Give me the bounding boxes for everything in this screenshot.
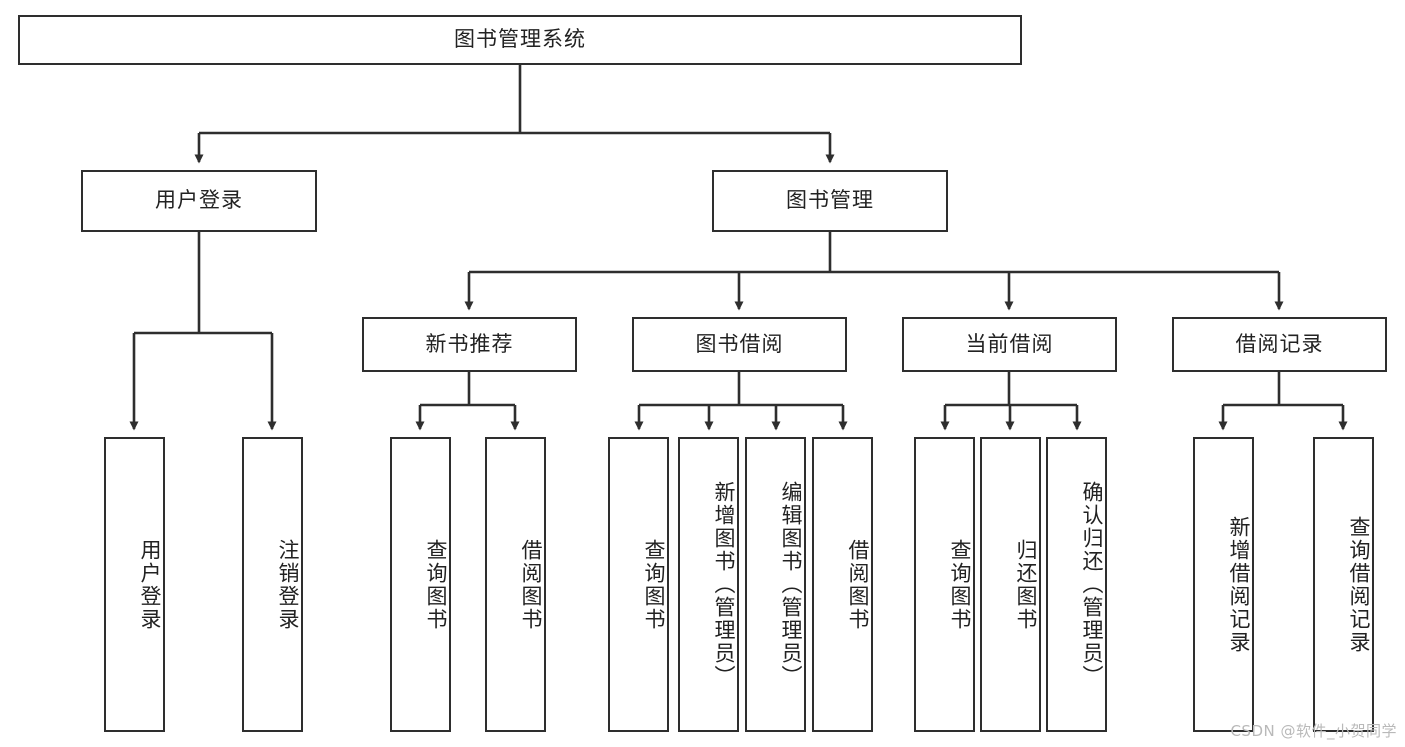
node-label: 查询图书 — [424, 538, 448, 631]
node-label: 图书管理系统 — [454, 27, 586, 52]
node-label: 借阅图书 — [846, 538, 870, 631]
node-new-book-recommend[interactable]: 新书推荐 — [362, 317, 577, 372]
node-book-borrow[interactable]: 图书借阅 — [632, 317, 847, 372]
node-root-book-management-system[interactable]: 图书管理系统 — [18, 15, 1022, 65]
node-label: 编辑图书（管理员） — [779, 481, 803, 688]
node-label: 当前借阅 — [965, 331, 1054, 356]
node-leaf-book-borrow-edit[interactable]: 编辑图书（管理员） — [745, 437, 806, 732]
node-leaf-current-borrow-return[interactable]: 归还图书 — [980, 437, 1041, 732]
watermark-text: CSDN @软件_小贺同学 — [1230, 722, 1397, 740]
node-leaf-book-borrow-add[interactable]: 新增图书（管理员） — [678, 437, 739, 732]
node-label: 借阅记录 — [1235, 331, 1324, 356]
node-label: 借阅图书 — [519, 538, 543, 631]
node-label: 注销登录 — [276, 538, 300, 631]
node-label: 归还图书 — [1014, 538, 1038, 631]
node-label: 新书推荐 — [425, 331, 514, 356]
node-current-borrow[interactable]: 当前借阅 — [902, 317, 1117, 372]
node-leaf-new-book-borrow[interactable]: 借阅图书 — [485, 437, 546, 732]
node-leaf-user-login-logout[interactable]: 注销登录 — [242, 437, 303, 732]
node-label: 查询借阅记录 — [1347, 515, 1371, 654]
node-leaf-user-login-login[interactable]: 用户登录 — [104, 437, 165, 732]
node-label: 查询图书 — [948, 538, 972, 631]
node-leaf-book-borrow-query[interactable]: 查询图书 — [608, 437, 669, 732]
node-label: 新增图书（管理员） — [712, 481, 736, 688]
node-leaf-current-borrow-confirm-return[interactable]: 确认归还（管理员） — [1046, 437, 1107, 732]
node-borrow-record[interactable]: 借阅记录 — [1172, 317, 1387, 372]
node-leaf-book-borrow-borrow[interactable]: 借阅图书 — [812, 437, 873, 732]
node-leaf-current-borrow-query[interactable]: 查询图书 — [914, 437, 975, 732]
node-label: 图书借阅 — [695, 331, 784, 356]
node-label: 确认归还（管理员） — [1080, 481, 1104, 688]
node-label: 用户登录 — [155, 188, 243, 213]
node-label: 用户登录 — [138, 538, 162, 631]
node-leaf-borrow-record-query[interactable]: 查询借阅记录 — [1313, 437, 1374, 732]
node-label: 图书管理 — [786, 188, 874, 213]
node-label: 新增借阅记录 — [1227, 515, 1251, 654]
node-user-login[interactable]: 用户登录 — [81, 170, 317, 232]
node-book-management[interactable]: 图书管理 — [712, 170, 948, 232]
node-leaf-new-book-query[interactable]: 查询图书 — [390, 437, 451, 732]
node-label: 查询图书 — [642, 538, 666, 631]
node-leaf-borrow-record-add[interactable]: 新增借阅记录 — [1193, 437, 1254, 732]
